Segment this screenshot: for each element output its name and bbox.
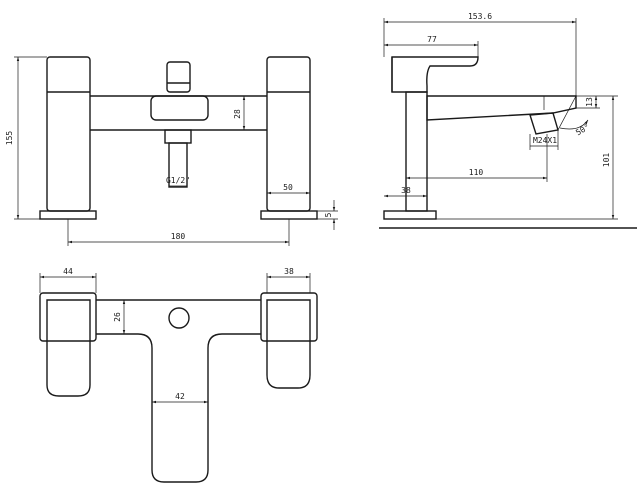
right-base-plate — [260, 210, 318, 220]
left-pillar — [46, 56, 91, 212]
dim-body-width: 38 — [401, 186, 411, 195]
front-view: 155 180 28 50 5 G1/2" — [5, 56, 338, 246]
dim-spout-height: 101 — [602, 153, 611, 168]
diverter-stem — [168, 142, 188, 188]
dim-thread: G1/2" — [166, 176, 190, 185]
dim-total-reach: 153.6 — [468, 12, 492, 21]
left-base-plate — [39, 210, 97, 220]
diverter — [164, 129, 192, 144]
dim-left-width: 44 — [63, 267, 73, 276]
lever-handle — [166, 61, 191, 93]
dim-angle: 50° — [574, 122, 591, 137]
dim-right-width: 38 — [284, 267, 294, 276]
side-view: 153.6 77 110 38 101 13 50° M24X1 — [383, 12, 618, 220]
dim-base-height: 5 — [324, 212, 333, 217]
top-left-handle — [46, 299, 91, 397]
top-left-cap — [39, 292, 97, 342]
dim-base-width: 50 — [283, 183, 293, 192]
dim-handle-reach: 77 — [427, 35, 437, 44]
dim-height: 155 — [5, 131, 14, 146]
dim-spout-reach: 110 — [469, 168, 484, 177]
top-diverter-knob — [168, 307, 190, 329]
top-right-handle — [266, 299, 311, 389]
spout-front — [150, 95, 209, 121]
top-right-cap — [260, 292, 318, 342]
dim-spout-drop: 28 — [233, 109, 242, 119]
top-view: 44 38 26 42 — [39, 267, 318, 483]
dim-outlet-thread: M24X1 — [533, 136, 557, 145]
side-outlet — [529, 112, 559, 135]
side-handle — [391, 56, 479, 93]
dim-body-depth: 26 — [113, 312, 122, 322]
side-base-plate — [383, 210, 437, 220]
dim-line-angle — [559, 119, 589, 130]
dim-center: 180 — [171, 232, 186, 241]
side-spout — [426, 95, 577, 121]
dim-outlet-height: 13 — [585, 97, 594, 107]
dim-spout-width: 42 — [175, 392, 185, 401]
